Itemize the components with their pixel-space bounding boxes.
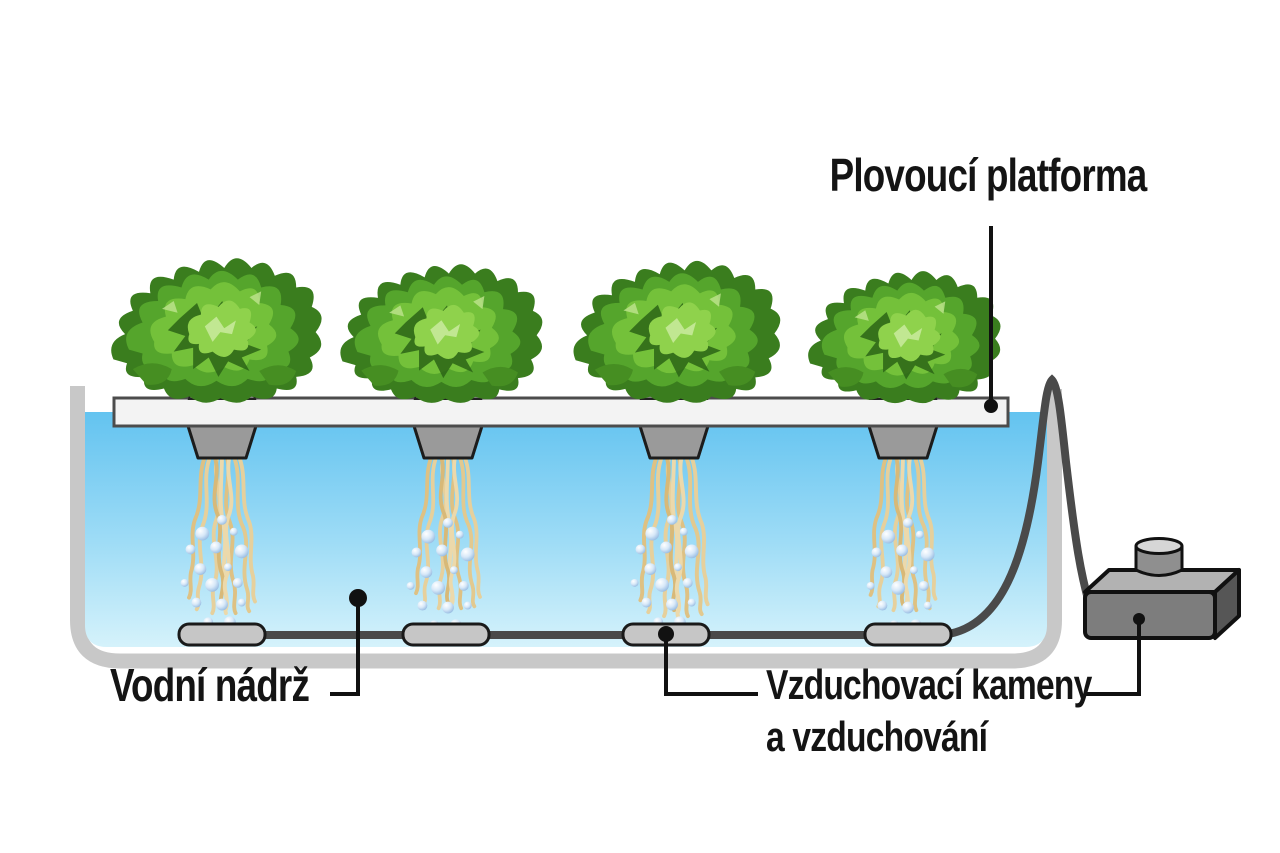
lettuce-plant-3 bbox=[573, 260, 781, 403]
label-floating-platform: Plovoucí platforma bbox=[829, 149, 1148, 201]
pump-connector-line bbox=[1086, 622, 1141, 696]
lettuce-plant-4 bbox=[808, 271, 1001, 404]
net-pot-1 bbox=[186, 424, 258, 460]
label-water-tank: Vodní nádrž bbox=[110, 659, 310, 711]
water bbox=[85, 412, 1047, 647]
net-pot-3 bbox=[638, 424, 710, 460]
lettuce-plant-2 bbox=[340, 264, 543, 403]
airstone-connector-line bbox=[664, 636, 758, 696]
label-air-stones-line2: a vzduchování bbox=[766, 713, 988, 761]
pump-outlet-top bbox=[1134, 537, 1184, 555]
airstone-connector-dot bbox=[658, 626, 674, 642]
air-stone-2 bbox=[401, 622, 491, 647]
lettuce-plants bbox=[111, 258, 1001, 404]
platform-connector-dot bbox=[984, 399, 998, 413]
lettuce-plant-1 bbox=[111, 258, 322, 403]
tank-connector-line bbox=[330, 602, 360, 696]
label-air-stones: Vzduchovací kameny a vzduchování bbox=[766, 661, 1092, 761]
label-air-stones-line1: Vzduchovací kameny bbox=[766, 661, 1092, 708]
pump-front-face bbox=[1083, 590, 1217, 640]
air-tube bbox=[218, 374, 1093, 639]
label-connectors bbox=[330, 226, 1145, 696]
air-pump bbox=[1083, 537, 1241, 640]
pump-connector-dot bbox=[1133, 613, 1145, 625]
net-pot-2 bbox=[412, 424, 484, 460]
tank-connector-dot bbox=[349, 589, 367, 607]
floating-platform bbox=[112, 396, 1010, 428]
air-stone-4 bbox=[863, 622, 953, 647]
air-stone-1 bbox=[177, 622, 267, 647]
water-tank-wall bbox=[70, 386, 1062, 669]
net-pot-4 bbox=[867, 424, 939, 460]
